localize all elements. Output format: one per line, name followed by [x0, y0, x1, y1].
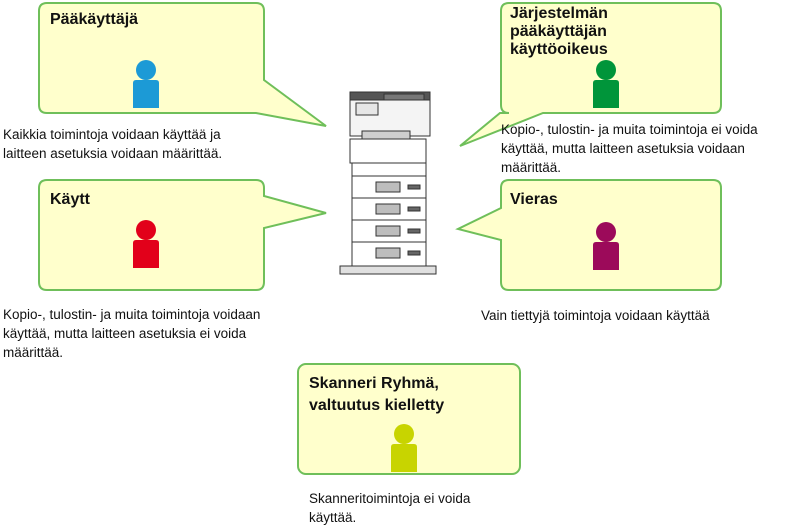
power-admin-title-line: Järjestelmän	[510, 5, 608, 22]
description-line: käyttää.	[309, 510, 357, 525]
admin-description: Kaikkia toimintoja voidaan käyttää ja la…	[3, 125, 222, 163]
guest-person-icon	[593, 222, 619, 270]
admin-person-icon	[133, 60, 159, 108]
user-person-icon	[133, 220, 159, 268]
description-line: määrittää.	[501, 160, 562, 175]
power-admin-title-line: pääkäyttäjän	[510, 23, 607, 40]
description-line: käyttää, mutta laitteen asetuksia voidaa…	[501, 141, 745, 156]
description-line: Kopio-, tulostin- ja muita toimintoja ei…	[501, 122, 758, 137]
description-line: Kopio-, tulostin- ja muita toimintoja vo…	[3, 307, 261, 322]
description-line: laitteen asetuksia voidaan määrittää.	[3, 146, 223, 161]
user-callout	[38, 179, 327, 291]
scanner-group-description: Skanneritoimintoja ei voida käyttää.	[309, 489, 470, 527]
scanner-group-title: Skanneri Ryhmä, valtuutus kielletty	[309, 375, 444, 415]
guest-title: Vieras	[510, 191, 558, 208]
guest-description: Vain tiettyjä toimintoja voidaan käyttää	[481, 306, 710, 325]
description-line: Skanneritoimintoja ei voida	[309, 491, 471, 506]
description-line: käyttää, mutta laitteen asetuksia ei voi…	[3, 326, 247, 341]
power-admin-title-line: käyttöoikeus	[510, 41, 608, 58]
description-line: määrittää.	[3, 345, 64, 360]
power-admin-description: Kopio-, tulostin- ja muita toimintoja ei…	[501, 120, 758, 177]
power-admin-title: Järjestelmän pääkäyttäjän käyttöoikeus	[510, 5, 608, 59]
description-line: Kaikkia toimintoja voidaan käyttää ja	[3, 127, 221, 142]
guest-callout	[455, 179, 722, 291]
scanner-group-callout	[297, 363, 521, 475]
scanner-group-title-line: valtuutus kielletty	[309, 397, 445, 414]
multifunction-printer-icon	[339, 91, 437, 275]
description-line: Vain tiettyjä toimintoja voidaan käyttää	[481, 308, 710, 323]
scanner-group-title-line: Skanneri Ryhmä,	[309, 375, 439, 392]
user-description: Kopio-, tulostin- ja muita toimintoja vo…	[3, 305, 260, 362]
admin-callout	[38, 2, 327, 127]
scanner-group-person-icon	[391, 424, 417, 472]
admin-title: Pääkäyttäjä	[50, 11, 139, 28]
power-admin-callout	[459, 2, 722, 147]
user-title: Käytt	[50, 191, 91, 208]
power-admin-person-icon	[593, 60, 619, 108]
